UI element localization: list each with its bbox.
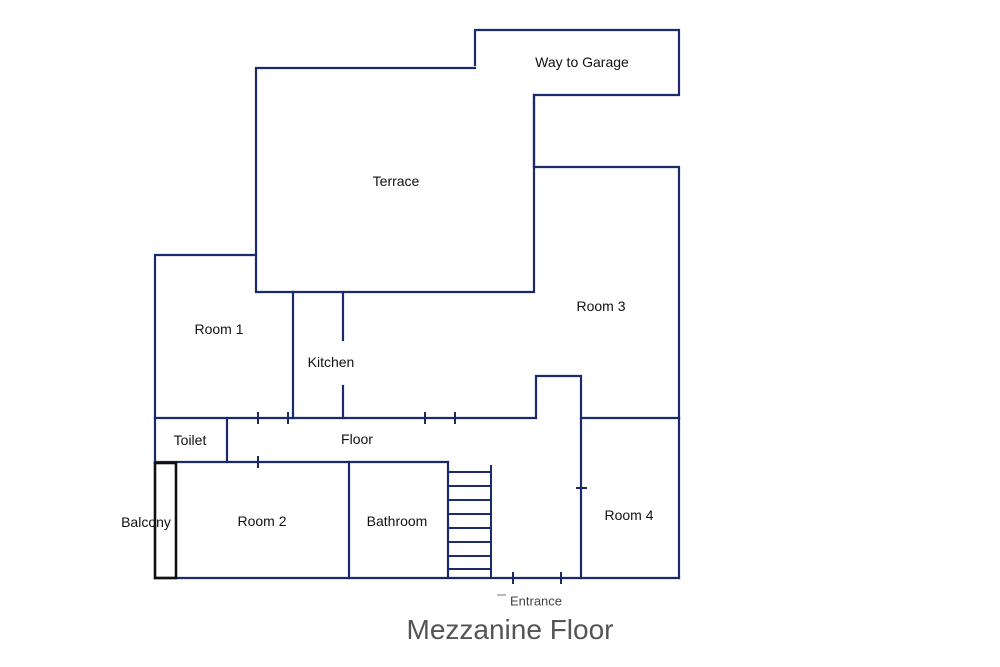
way-to-garage-walls [473, 28, 681, 169]
label-entrance: Entrance [509, 593, 563, 609]
label-bathroom: Bathroom [366, 513, 428, 529]
balcony-rail [153, 461, 178, 580]
label-room2: Room 2 [237, 513, 287, 529]
room3-walls [532, 165, 681, 420]
label-room4: Room 4 [604, 507, 654, 523]
stair-core-walls [534, 374, 583, 580]
staircase [448, 465, 492, 578]
room1-walls [153, 253, 258, 420]
label-room3: Room 3 [576, 298, 626, 314]
label-terrace: Terrace [372, 173, 420, 189]
label-kitchen: Kitchen [307, 354, 355, 370]
label-balcony: Balcony [121, 514, 171, 530]
label-way-to-garage: Way to Garage [535, 54, 629, 70]
terrace-walls [254, 66, 536, 294]
door-markers [257, 412, 587, 584]
label-floor: Floor [341, 431, 373, 447]
plan-title: Mezzanine Floor [406, 614, 614, 645]
label-toilet: Toilet [173, 432, 207, 448]
label-room1: Room 1 [194, 321, 244, 337]
